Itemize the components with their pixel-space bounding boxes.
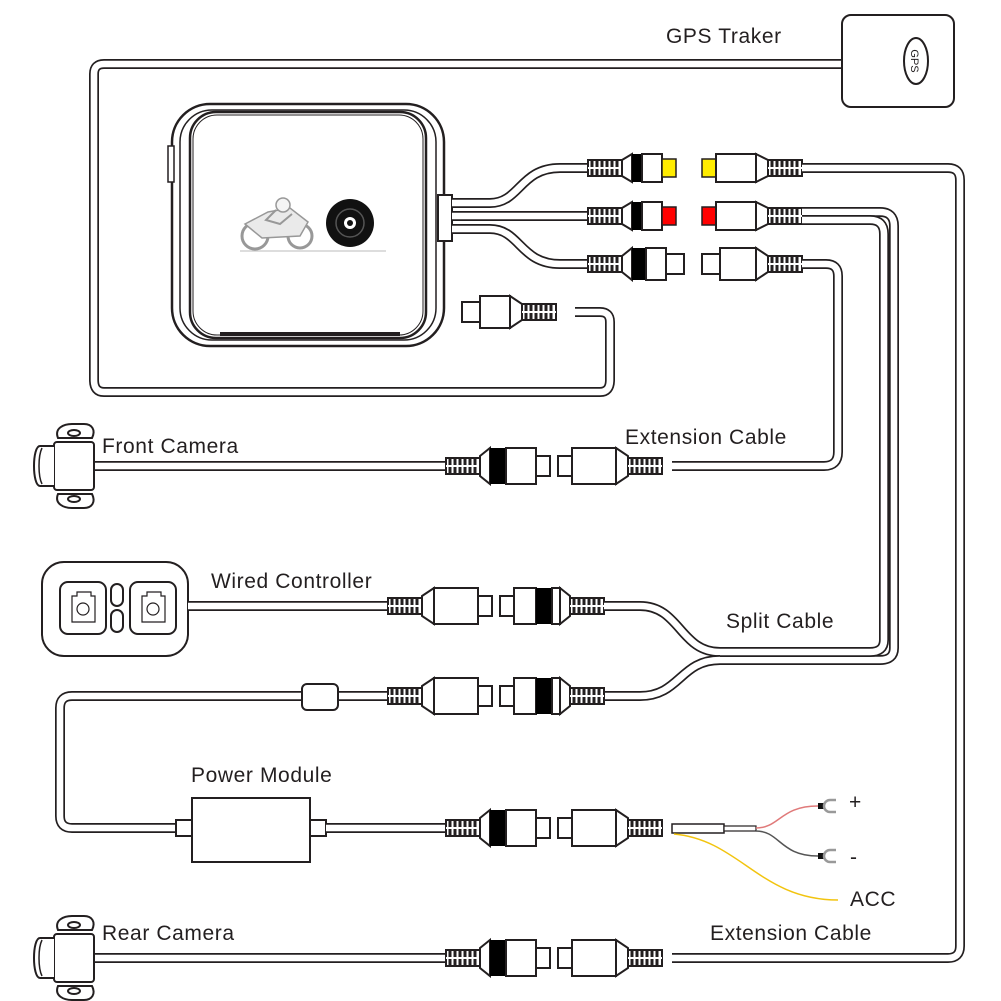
extension-cable-rear-label: Extension Cable [710, 922, 872, 945]
power-module [175, 797, 446, 863]
red-tip-female [701, 206, 717, 226]
plain-connector-pair [586, 245, 804, 283]
main-unit-cables [452, 163, 588, 269]
gps-plug [461, 294, 558, 330]
power-split-connector [388, 678, 604, 714]
extension-cable-front-label: Extension Cable [625, 426, 787, 449]
negative-label: - [850, 846, 858, 869]
gps-tracker: GPS [841, 14, 955, 108]
rear-camera-connector [446, 940, 662, 976]
positive-label: + [849, 791, 862, 814]
negative-wire [755, 830, 819, 857]
acc-label: ACC [850, 888, 896, 911]
gps-label: GPS Traker [666, 25, 782, 48]
wired-controller-label: Wired Controller [211, 570, 372, 593]
yellow-tip-female [701, 158, 717, 178]
front-camera-label: Front Camera [102, 435, 239, 458]
acc-wire [673, 833, 839, 901]
power-loop-cable [55, 683, 388, 833]
negative-terminal-icon [818, 848, 836, 864]
motorcycle-logo-icon [240, 197, 314, 251]
rear-camera [33, 915, 446, 1001]
front-camera [33, 423, 446, 509]
wired-controller-connector [388, 588, 604, 624]
lens-icon [326, 199, 374, 247]
wired-controller [41, 561, 388, 657]
gps-badge [903, 37, 929, 85]
ferrite-bead [301, 683, 339, 711]
split-cable [604, 601, 721, 701]
gps-badge-text: GPS [908, 49, 920, 72]
red-tip-male [661, 206, 677, 226]
power-connector [446, 810, 662, 846]
red-connector-pair [586, 200, 804, 232]
power-leads [671, 798, 839, 901]
yellow-tip-male [661, 158, 677, 178]
gps-cable [89, 59, 842, 397]
routing-cables [672, 163, 965, 963]
yellow-connector-pair [586, 152, 804, 184]
positive-terminal-icon [818, 798, 836, 814]
power-module-label: Power Module [191, 764, 332, 787]
positive-wire [755, 805, 819, 829]
rear-camera-label: Rear Camera [102, 922, 235, 945]
split-cable-label: Split Cable [726, 610, 834, 633]
dvr-main-unit [167, 102, 453, 348]
front-camera-connector [446, 448, 662, 484]
